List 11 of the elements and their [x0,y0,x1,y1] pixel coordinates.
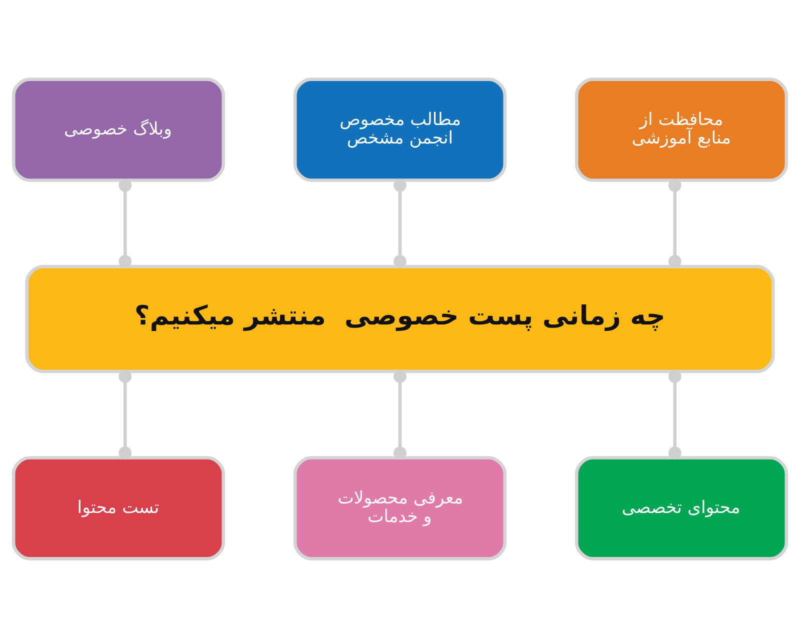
node-box: مطالب مخصوص انجمن مشخص [293,77,507,182]
connector [668,178,682,268]
node-box: وبلاگ خصوصی [12,77,226,182]
node-box: تست محتوا [12,456,226,560]
node-box: محتوای تخصصی [574,456,788,560]
connector [394,178,406,268]
node-box: چه زمانی پست خصوصی منتشر میکنیم؟ [25,264,775,373]
node-box: محافظت از منابع آموزشی [574,77,788,182]
connector [668,370,682,459]
connector [118,370,132,459]
node-box: معرفی محصولات و خدمات [293,456,507,560]
